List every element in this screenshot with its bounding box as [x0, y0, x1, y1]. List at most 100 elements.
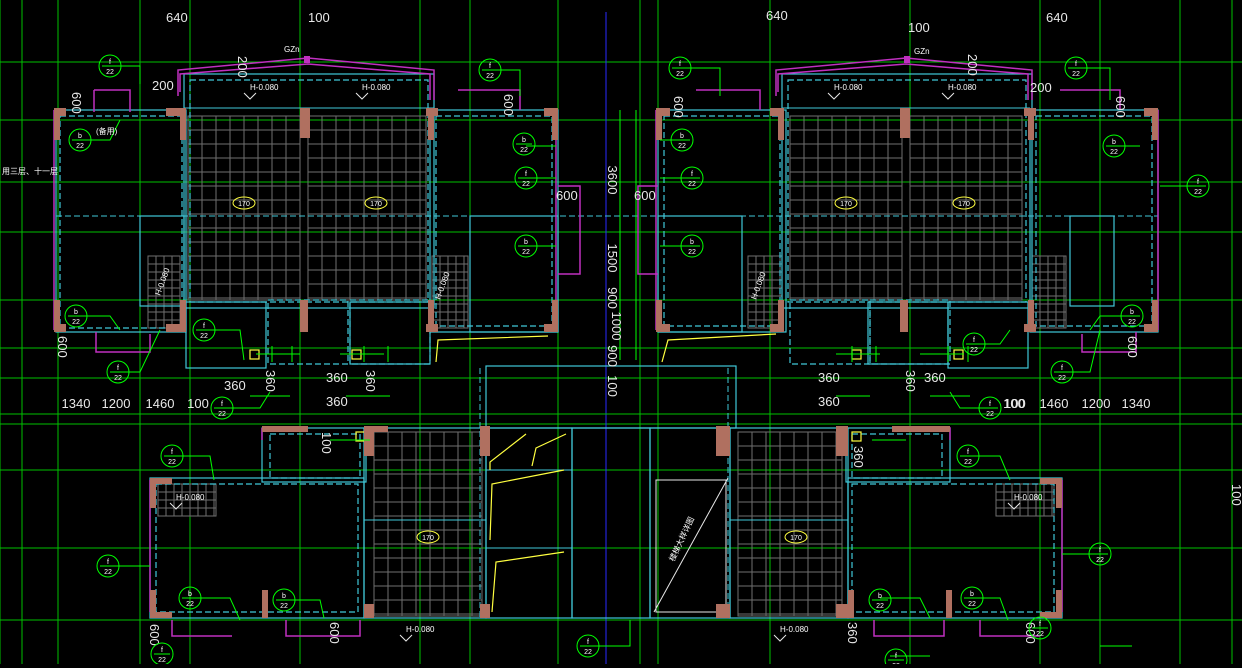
- room-outline: [59, 115, 183, 329]
- level-mark: H-0.080: [834, 83, 863, 92]
- column: [428, 300, 434, 330]
- rebar-tag-bottom: 22: [1096, 557, 1104, 564]
- column: [364, 426, 374, 456]
- rebar-tag-bottom: 22: [186, 601, 194, 608]
- rebar-tag-top: f: [109, 59, 111, 66]
- small-dimension-label: 600: [1113, 96, 1128, 118]
- column: [364, 604, 374, 618]
- rebar-tag-circle: [68, 128, 92, 152]
- wall-segment: [873, 620, 945, 637]
- small-dimension-label: 600: [327, 622, 342, 644]
- column: [1152, 110, 1158, 140]
- rebar-tag-circle: [884, 648, 908, 668]
- rebar-tag-circle: [1064, 56, 1088, 80]
- level-arrow: [243, 92, 257, 100]
- slab-tag: 170: [422, 535, 434, 542]
- small-dimension-label: 100: [319, 432, 334, 454]
- room-outline: [189, 79, 429, 303]
- drain-box: [851, 431, 862, 442]
- column: [770, 108, 784, 116]
- column: [1056, 478, 1062, 508]
- rebar-tag-bottom: 22: [104, 569, 112, 576]
- wall-segment: [171, 620, 232, 637]
- rebar-tag-bottom: 22: [520, 147, 528, 154]
- wall-segment: [777, 63, 1029, 100]
- rebar-tag-circle: [272, 588, 296, 612]
- level-mark: H-0.080: [250, 83, 279, 92]
- rebar-tag-bottom: 22: [1058, 375, 1066, 382]
- rebar-tag-top: b: [878, 593, 882, 600]
- room-outline: [55, 109, 187, 333]
- vertical-dimension-label: 3600: [605, 166, 620, 195]
- rebar-tag-top: b: [74, 309, 78, 316]
- column: [428, 110, 434, 140]
- level-arrow: [827, 92, 841, 100]
- rebar-tag-circle: [680, 234, 704, 258]
- small-dimension-label: 360: [326, 370, 348, 385]
- column: [1040, 478, 1062, 484]
- level-mark: H-0.080: [948, 83, 977, 92]
- column: [480, 426, 490, 456]
- level-mark: H-0.080: [780, 625, 809, 634]
- room-outline: [851, 433, 943, 479]
- small-dimension-label: 600: [501, 94, 516, 116]
- stair-flight: [661, 333, 777, 363]
- wing-dimension-label: 1200: [102, 396, 131, 411]
- column: [1144, 324, 1158, 332]
- small-dimension-label: 360: [224, 378, 246, 393]
- column: [150, 590, 156, 618]
- column: [900, 108, 910, 138]
- rebar-tag-bottom: 22: [968, 601, 976, 608]
- small-dimension-label: 360: [903, 370, 918, 392]
- rebar-tag-circle: [478, 58, 502, 82]
- rebar-tag-bottom: 22: [1128, 319, 1136, 326]
- small-dimension-label: 360: [851, 446, 866, 468]
- rebar-tag-circle: [160, 444, 184, 468]
- leader-line: [966, 455, 1011, 481]
- column: [54, 300, 60, 330]
- rebar-tag-circle: [514, 166, 538, 190]
- rebar-tag-bottom: 22: [688, 249, 696, 256]
- rebar-tag-circle: [668, 56, 692, 80]
- small-dimension-label: 600: [634, 188, 656, 203]
- rebar-tag-top: f: [973, 337, 975, 344]
- column: [552, 110, 558, 140]
- rebar-tag-top: f: [171, 449, 173, 456]
- top-dimension-label: 100: [908, 20, 930, 35]
- slab-tag-ellipse: [364, 196, 388, 210]
- stair-flight: [491, 551, 565, 613]
- vertical-dimension-label: 100: [605, 375, 620, 397]
- column: [180, 110, 186, 140]
- column: [656, 110, 662, 140]
- rebar-tag-top: f: [679, 61, 681, 68]
- rebar-tag-top: b: [1112, 139, 1116, 146]
- room-outline: [947, 301, 1029, 369]
- wall-segment: [179, 63, 431, 100]
- slab-mesh-frame: [307, 115, 427, 301]
- rebar-tag-bottom: 22: [280, 603, 288, 610]
- column: [150, 478, 156, 508]
- rebar-tag-circle: [1102, 134, 1126, 158]
- rebar-tag-top: f: [587, 639, 589, 646]
- rebar-tag-circle: [1028, 616, 1052, 640]
- rebar-tag-bottom: 22: [1194, 189, 1202, 196]
- slab-hatching: [147, 115, 1067, 617]
- rebar-tag-circle: [210, 396, 234, 420]
- leader-line: [78, 315, 121, 331]
- wall-segment: [558, 185, 581, 275]
- rebar-tag-circle: [192, 318, 216, 342]
- rebar-tag-top: f: [117, 365, 119, 372]
- rebar-tag-top: f: [161, 647, 163, 654]
- leader-line: [490, 69, 521, 96]
- rebar-tag-bottom: 22: [678, 143, 686, 150]
- rebar-tag-circle: [962, 332, 986, 356]
- vertical-dimension-label: 1000: [609, 312, 624, 341]
- column: [180, 300, 186, 330]
- column: [1056, 590, 1062, 618]
- rebar-tag-circle: [1050, 360, 1074, 384]
- rebar-tag-bottom: 22: [688, 181, 696, 188]
- rebar-tag-circle: [512, 132, 536, 156]
- stair-flight: [489, 469, 565, 541]
